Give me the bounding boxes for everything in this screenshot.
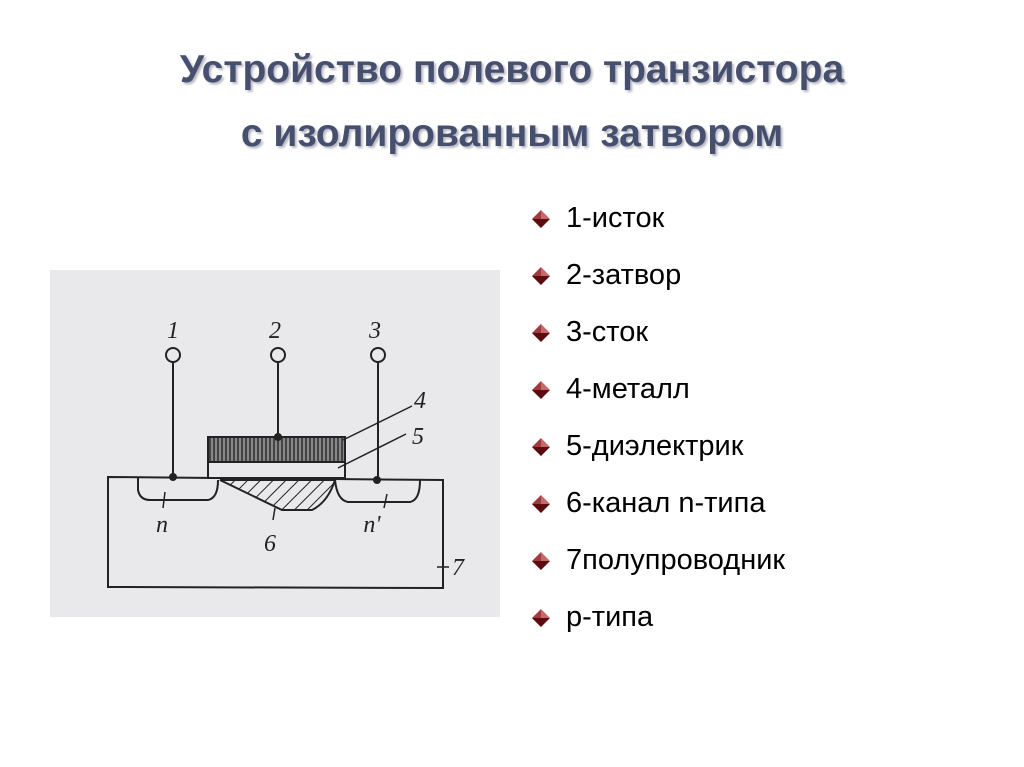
source-region <box>137 477 219 501</box>
item-text: 3-сток <box>566 316 649 348</box>
arrow-bullet-icon <box>532 380 550 399</box>
label-4: 4 <box>414 388 426 414</box>
terminal-3 <box>370 347 386 363</box>
label-5: 5 <box>412 424 424 450</box>
mosfet-diagram: 1 2 3 4 5 n 6 n' 7 <box>50 270 500 617</box>
item-text: 6-канал n-типа <box>566 487 766 519</box>
label-7: 7 <box>452 555 465 581</box>
arrow-bullet-icon <box>532 437 550 456</box>
arrow-bullet-icon <box>532 494 550 513</box>
label-n: n <box>156 512 168 538</box>
title-line-1: Устройство полевого транзистора <box>179 48 845 91</box>
arrow-bullet-icon <box>532 266 550 285</box>
list-item: 7полупроводник <box>530 532 785 589</box>
arrow-bullet-icon <box>532 323 550 342</box>
label-n-prime: n' <box>363 512 381 538</box>
terminal-1 <box>165 347 181 363</box>
legend-list: 1-исток 2-затвор 3-сток 4-металл 5-диэле… <box>530 190 785 646</box>
arrow-bullet-icon <box>532 551 550 570</box>
list-item: 3-сток <box>530 304 785 361</box>
item-text: 5-диэлектрик <box>566 430 744 462</box>
label-2: 2 <box>269 318 281 344</box>
item-text: 4-металл <box>566 373 690 405</box>
drain-region <box>334 479 421 503</box>
label-3: 3 <box>368 318 381 344</box>
terminal-2 <box>270 347 286 363</box>
title-line-2: с изолированным затвором <box>240 112 784 155</box>
list-item: 1-исток <box>530 190 785 247</box>
item-text: 7полупроводник <box>566 544 786 576</box>
arrow-bullet-icon <box>532 209 550 228</box>
item-text: 2-затвор <box>566 259 682 291</box>
metal-gate <box>207 436 346 463</box>
list-item: 2-затвор <box>530 247 785 304</box>
arrow-bullet-icon <box>532 608 550 627</box>
slide-title: Устройство полевого транзистора с изолир… <box>0 38 1024 166</box>
list-item: 4-металл <box>530 361 785 418</box>
list-item: 5-диэлектрик <box>530 418 785 475</box>
item-text: 1-исток <box>566 202 665 234</box>
label-1: 1 <box>167 318 179 344</box>
item-text: р-типа <box>566 601 654 633</box>
list-item: 6-канал n-типа <box>530 475 785 532</box>
label-6: 6 <box>264 531 276 557</box>
list-item: р-типа <box>530 589 785 646</box>
dielectric <box>207 461 346 479</box>
channel <box>219 479 337 511</box>
